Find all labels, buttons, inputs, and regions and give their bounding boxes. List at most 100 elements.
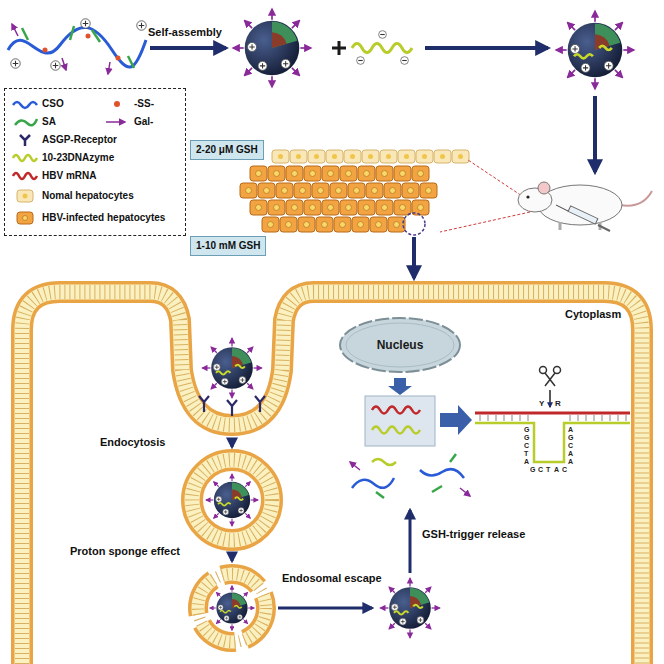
cell-nucleus: [278, 154, 283, 159]
normal-hepatocyte: [290, 150, 307, 163]
legend-item: Gal-: [103, 115, 153, 129]
legend-item: 10-23DNAzyme: [11, 151, 114, 165]
cell-nucleus: [274, 171, 280, 177]
infected-hepatocyte: [304, 166, 321, 181]
infected-hepatocyte: [394, 166, 411, 181]
cell-nucleus: [376, 222, 382, 228]
cell-nucleus: [310, 171, 316, 177]
cell-nucleus: [400, 171, 406, 177]
process-label: Self-assembly: [148, 26, 222, 39]
cell-nucleus: [382, 205, 388, 211]
liver-tissue: [240, 150, 469, 232]
cleavage-illustration: [475, 367, 630, 463]
normal-hepatocyte: [434, 150, 451, 163]
cell-nucleus: [340, 222, 346, 228]
released-fragments: [350, 454, 470, 498]
concentration-box: 1-10 mM GSH: [190, 236, 266, 256]
base-letter: C: [562, 466, 567, 474]
node-text: Nucleus: [377, 338, 424, 352]
base-letter: T: [524, 450, 528, 458]
process-arrow: [593, 96, 597, 172]
endosome: [192, 460, 272, 540]
legend-sample: [11, 115, 39, 129]
cell-nucleus: [372, 188, 378, 194]
base-letter: A: [568, 458, 573, 466]
infected-hepatocyte: [352, 217, 369, 232]
legend-text: HBV mRNA: [42, 170, 96, 182]
infected-hepatocyte: [316, 217, 333, 232]
infected-hepatocyte: [298, 217, 315, 232]
process-arrow: [231, 439, 234, 447]
cell-nucleus: [304, 222, 310, 228]
base-letter: A: [568, 450, 573, 458]
cell-nucleus: [318, 188, 324, 194]
base-letter: G: [524, 434, 529, 442]
normal-hepatocyte: [308, 150, 325, 163]
cell-nucleus: [346, 171, 352, 177]
legend-sample: [11, 133, 39, 147]
process-arrow: [412, 237, 416, 278]
infected-hepatocyte: [402, 183, 419, 198]
infected-hepatocyte: [334, 217, 351, 232]
region-label: Cytoplasm: [565, 308, 621, 321]
base-letter: R: [555, 399, 561, 409]
cell-nucleus: [328, 171, 334, 177]
cell-nucleus: [368, 154, 373, 159]
infected-hepatocyte: [286, 200, 303, 215]
node-text: 2-20 μM GSH: [196, 144, 258, 155]
legend-sample: [103, 115, 131, 129]
normal-hepatocyte: [362, 150, 379, 163]
concentration-box: 2-20 μM GSH: [190, 140, 264, 160]
cell-nucleus: [256, 205, 262, 211]
process-arrow: [440, 405, 472, 435]
normal-hepatocyte: [380, 150, 397, 163]
mouse-illustration: [440, 160, 652, 232]
infected-hepatocyte: [340, 200, 357, 215]
plus-sign: [332, 41, 346, 55]
legend-item: HBV mRNA: [11, 169, 96, 183]
cell-nucleus: [350, 154, 355, 159]
infected-hepatocyte: [322, 200, 339, 215]
cell-nucleus: [346, 205, 352, 211]
cell-nucleus: [310, 205, 316, 211]
legend-item: -SS-: [103, 97, 154, 111]
step-label: Proton sponge effect: [70, 545, 180, 558]
process-arrow: [231, 553, 234, 561]
nanoparticle: [206, 474, 258, 526]
cell-nucleus: [296, 154, 301, 159]
infected-hepatocyte: [348, 183, 365, 198]
cell-nucleus: [300, 188, 306, 194]
infected-hepatocyte: [388, 217, 405, 232]
legend-text: ASGP-Receptor: [42, 134, 117, 146]
base-letter: G: [530, 466, 535, 474]
infected-hepatocyte: [280, 217, 297, 232]
infected-hepatocyte: [358, 166, 375, 181]
legend-text: Gal-: [134, 116, 153, 128]
infected-hepatocyte: [312, 183, 329, 198]
legend-sample: [11, 97, 39, 111]
cell-nucleus: [364, 205, 370, 211]
infected-hepatocyte: [340, 166, 357, 181]
legend-item: ASGP-Receptor: [11, 133, 117, 147]
highlight-circle: [403, 213, 425, 235]
cell-nucleus: [458, 154, 463, 159]
process-arrow: [388, 378, 412, 395]
cell-nucleus: [358, 222, 364, 228]
base-letter: T: [546, 466, 550, 474]
normal-hepatocyte: [398, 150, 415, 163]
loaded-nanoparticle: [556, 11, 634, 89]
legend-sample: [11, 189, 39, 203]
legend-box: CSO-SS-SAGal-ASGP-Receptor10-23DNAzymeHB…: [4, 88, 186, 236]
infected-hepatocyte: [258, 183, 275, 198]
process-arrow: [409, 510, 412, 573]
cell-nucleus: [404, 154, 409, 159]
cell-nucleus: [386, 154, 391, 159]
infected-hepatocyte: [250, 166, 267, 181]
process-arrow: [425, 46, 548, 50]
node-text: 1-10 mM GSH: [196, 240, 260, 251]
infected-hepatocyte: [376, 200, 393, 215]
normal-hepatocyte: [326, 150, 343, 163]
cell-nucleus: [418, 171, 424, 177]
nanoparticle: [233, 9, 311, 87]
infected-hepatocyte: [322, 166, 339, 181]
